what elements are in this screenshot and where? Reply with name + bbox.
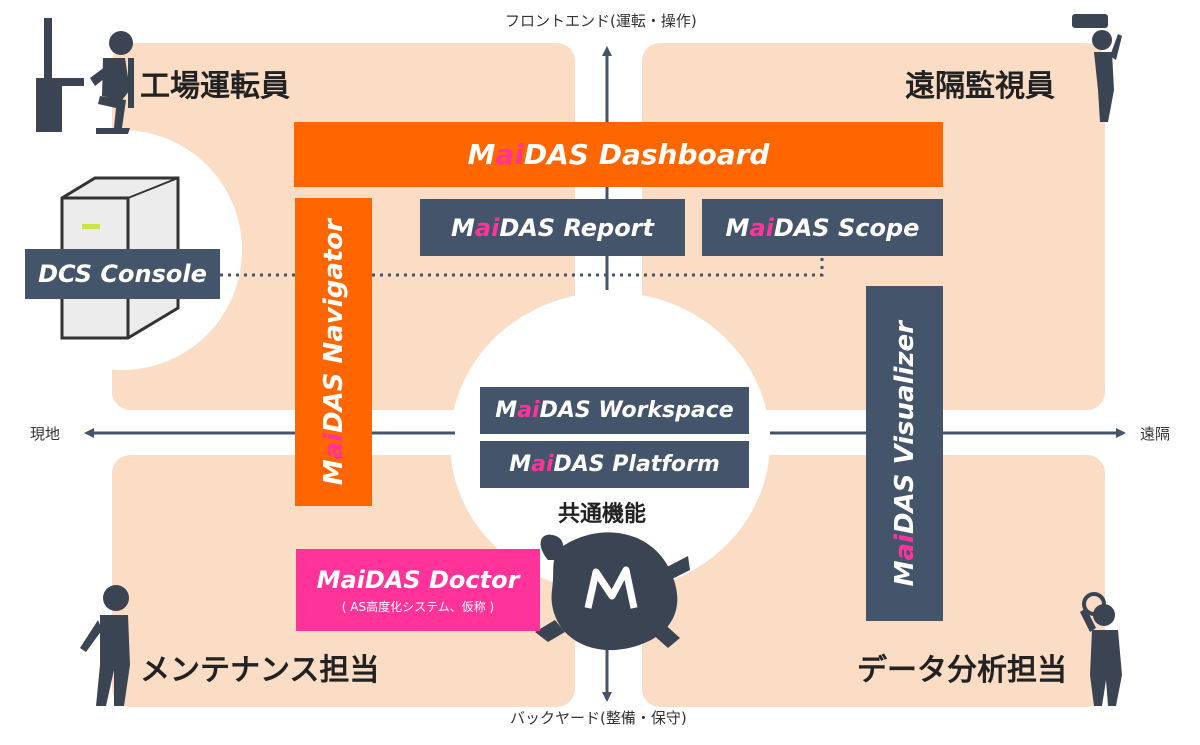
- visualizer-text: MaiDAS Visualizer: [890, 321, 920, 586]
- role-data-analyst: データ分析担当: [857, 653, 1067, 688]
- report-label: DAS Report: [499, 213, 654, 242]
- scope-label: DAS Scope: [773, 213, 920, 242]
- brand-ai: ai: [517, 398, 540, 423]
- dcs-console-box[interactable]: DCS Console: [25, 249, 220, 299]
- brand-ai: ai: [531, 452, 554, 477]
- telescope-person-icon: [1072, 14, 1122, 122]
- axis-label-top: フロントエンド(運転・操作): [505, 12, 697, 30]
- turtle-logo-icon: [535, 532, 690, 651]
- brand-m: M: [725, 213, 750, 242]
- workspace-label: DAS Workspace: [539, 398, 734, 423]
- role-plant-operator: 工場運転員: [140, 69, 290, 104]
- brand-m: M: [509, 452, 532, 477]
- maintenance-person-icon: [80, 585, 130, 706]
- brand-m: M: [451, 213, 475, 242]
- navigator-text: MaiDAS Navigator: [319, 219, 349, 485]
- axis-label-bottom: バックヤード(整備・保守): [510, 709, 687, 727]
- dcs-link-dotted-line: [220, 258, 824, 277]
- platform-label: DAS Platform: [553, 452, 720, 477]
- axis-label-right: 遠隔: [1140, 425, 1171, 443]
- brand-m: M: [467, 138, 496, 171]
- operator-icon: [36, 18, 134, 134]
- brand-ai: ai: [318, 432, 349, 460]
- doctor-label: MaiDAS Doctor: [316, 565, 520, 594]
- navigator-label: DAS Navigator: [318, 218, 349, 433]
- maidas-doctor-box[interactable]: MaiDAS Doctor ( AS高度化システム、仮称 ): [296, 549, 540, 631]
- dcs-console-label: DCS Console: [38, 260, 207, 288]
- axis-label-left: 現地: [30, 425, 61, 443]
- visualizer-label: DAS Visualizer: [889, 320, 920, 534]
- dashboard-label: DAS Dashboard: [523, 138, 770, 171]
- brand-m: M: [318, 459, 349, 486]
- maidas-visualizer-box[interactable]: MaiDAS Visualizer: [866, 286, 943, 621]
- brand-ai: ai: [495, 138, 524, 171]
- brand-ai: ai: [474, 213, 500, 242]
- brand-ai: ai: [889, 533, 920, 561]
- brand-ai: ai: [749, 213, 774, 242]
- role-remote-monitor: 遠隔監視員: [905, 69, 1055, 104]
- doctor-sublabel: ( AS高度化システム、仮称 ): [341, 599, 495, 614]
- common-functions-label: 共通機能: [558, 502, 647, 527]
- brand-m: M: [889, 560, 920, 587]
- role-maintenance: メンテナンス担当: [140, 653, 380, 688]
- analyst-person-icon: [1080, 592, 1122, 706]
- maidas-navigator-box[interactable]: MaiDAS Navigator: [295, 198, 372, 506]
- brand-m: M: [495, 398, 518, 423]
